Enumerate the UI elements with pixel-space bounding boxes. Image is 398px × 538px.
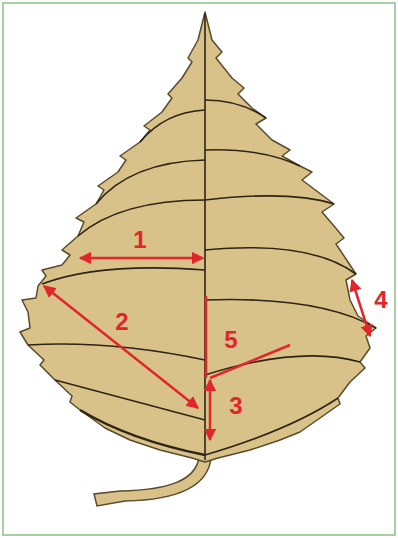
leaf-veins	[28, 14, 376, 460]
callout-number: 1	[131, 228, 148, 252]
leaf-stalk	[94, 458, 211, 506]
callout-number: 2	[113, 310, 130, 334]
leaf-blade	[20, 12, 376, 462]
callout-number: 3	[227, 394, 244, 418]
frame	[3, 3, 395, 535]
callout-number: 5	[222, 328, 239, 352]
measure-lines	[44, 258, 370, 440]
callout-number: 4	[372, 288, 389, 312]
